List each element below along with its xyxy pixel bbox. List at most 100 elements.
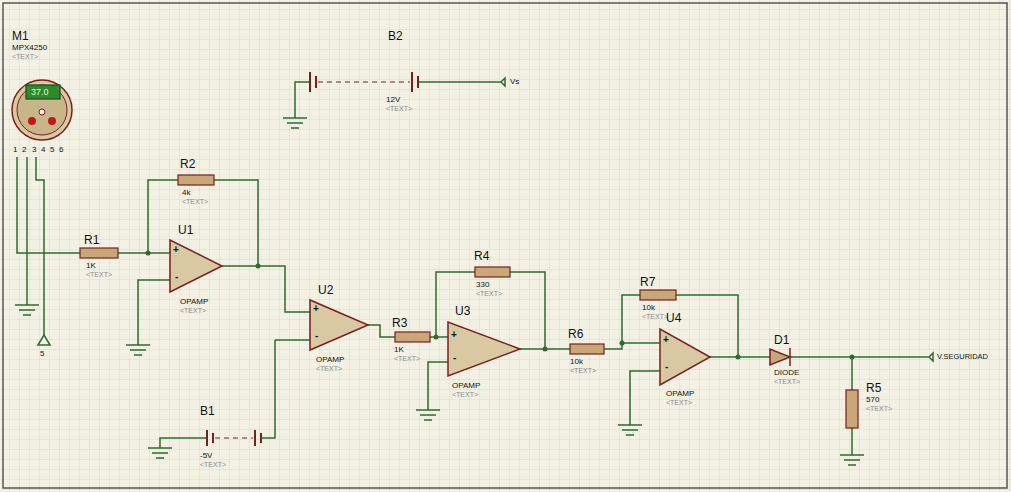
- wire: [214, 180, 258, 266]
- opamp-input-sign: -: [175, 272, 178, 282]
- resistor-symbol: [395, 332, 430, 342]
- pressure-sensor: [17, 85, 67, 135]
- diode-symbol: [770, 348, 790, 366]
- opamp-symbol: [170, 240, 710, 385]
- ground-symbol: [618, 425, 642, 435]
- opamp-symbol: [660, 329, 710, 385]
- resistor-symbol: [80, 248, 118, 258]
- battery-symbol: [318, 81, 410, 82]
- diode-symbol: [770, 349, 790, 365]
- wire: [790, 356, 925, 358]
- ground-symbol: [840, 455, 864, 465]
- resistor-symbol: [570, 344, 604, 354]
- opamp-input-sign: -: [665, 362, 668, 372]
- ground-symbol: [416, 410, 440, 420]
- resistor-symbol: [178, 175, 214, 185]
- text-placeholder: <TEXT>: [180, 307, 206, 314]
- opamp-input-sign: +: [663, 335, 669, 345]
- text-placeholder: <TEXT>: [452, 391, 478, 398]
- opamp-input-sign: +: [451, 330, 457, 340]
- battery-symbol: [261, 437, 263, 439]
- component-value: 10k: [570, 358, 583, 366]
- diode-symbol: [789, 348, 791, 366]
- ground-symbol: [283, 118, 307, 128]
- pressure-sensor: [26, 85, 60, 99]
- wire: [851, 357, 853, 390]
- component-name: U1: [178, 224, 193, 236]
- component-value: -5V: [200, 452, 212, 460]
- junction-dot: [256, 264, 261, 269]
- opamp-symbol: [448, 322, 520, 376]
- opamp-input-sign: +: [313, 304, 319, 314]
- pressure-sensor: [28, 117, 36, 125]
- component-value: Vs: [510, 78, 519, 86]
- wire: [160, 438, 207, 448]
- component-value: 330: [476, 281, 489, 289]
- wire: [428, 362, 448, 410]
- component-name: R2: [180, 158, 195, 170]
- pin-number: 1: [13, 146, 17, 154]
- pressure-sensor: [12, 80, 72, 140]
- pressure-sensor: [12, 80, 72, 140]
- wire: [275, 339, 310, 341]
- sheet-border: [3, 3, 1007, 488]
- component-value: 1K: [394, 346, 404, 354]
- ground-symbol: [126, 345, 150, 355]
- opamp-input-sign: -: [315, 331, 318, 341]
- junction-dot: [736, 355, 741, 360]
- junction-dot: [620, 341, 625, 346]
- text-placeholder: <TEXT>: [200, 461, 226, 468]
- wire: [263, 340, 275, 438]
- opamp-input-sign: -: [453, 353, 456, 363]
- component-value: 4k: [182, 189, 190, 197]
- text-placeholder: <TEXT>: [386, 105, 412, 112]
- wire: [510, 272, 545, 349]
- component-name: U2: [318, 284, 333, 296]
- component-value: DIODE: [774, 369, 799, 377]
- component-value: 12V: [386, 96, 400, 104]
- component-name: U4: [666, 312, 681, 324]
- opamp-input-sign: +: [173, 245, 179, 255]
- component-value: OPAMP: [452, 382, 480, 390]
- component-name: D1: [774, 334, 789, 346]
- ground-symbol: [15, 118, 864, 465]
- wire: [604, 343, 660, 349]
- wire: [418, 81, 497, 83]
- pin-number: 2: [22, 146, 26, 154]
- pin-number: 4: [41, 146, 45, 154]
- component-name: R6: [568, 328, 583, 340]
- pin-number: 5: [40, 350, 44, 358]
- component-name: M1: [12, 30, 29, 42]
- text-placeholder: <TEXT>: [570, 367, 596, 374]
- text-placeholder: <TEXT>: [866, 405, 892, 412]
- resistor-symbol: [640, 290, 676, 300]
- battery-symbol: [215, 437, 253, 438]
- component-name: R5: [866, 382, 881, 394]
- wire: [368, 325, 395, 337]
- junction-dot: [434, 335, 439, 340]
- battery-symbol: [207, 430, 261, 446]
- terminal-symbol: [497, 78, 505, 86]
- wire: [36, 157, 44, 335]
- wire: [138, 280, 170, 345]
- wire: [851, 428, 853, 455]
- text-placeholder: <TEXT>: [476, 290, 502, 297]
- resistor-symbol: [846, 390, 858, 428]
- wire: [118, 252, 170, 254]
- display-reading: 37.0: [31, 88, 49, 97]
- resistor-symbol: [80, 175, 858, 428]
- pin-number: 6: [59, 146, 63, 154]
- component-name: R7: [640, 276, 655, 288]
- terminal-symbol: [38, 78, 933, 361]
- resistor-symbol: [475, 267, 510, 277]
- ground-symbol: [15, 305, 39, 315]
- wire: [622, 295, 640, 343]
- text-placeholder: <TEXT>: [774, 378, 800, 385]
- component-name: B1: [200, 405, 215, 417]
- pressure-sensor: [48, 117, 56, 125]
- text-placeholder: <TEXT>: [394, 355, 420, 362]
- wire: [26, 157, 28, 305]
- text-placeholder: <TEXT>: [86, 271, 112, 278]
- wire: [17, 82, 925, 455]
- component-value: 10k: [642, 304, 655, 312]
